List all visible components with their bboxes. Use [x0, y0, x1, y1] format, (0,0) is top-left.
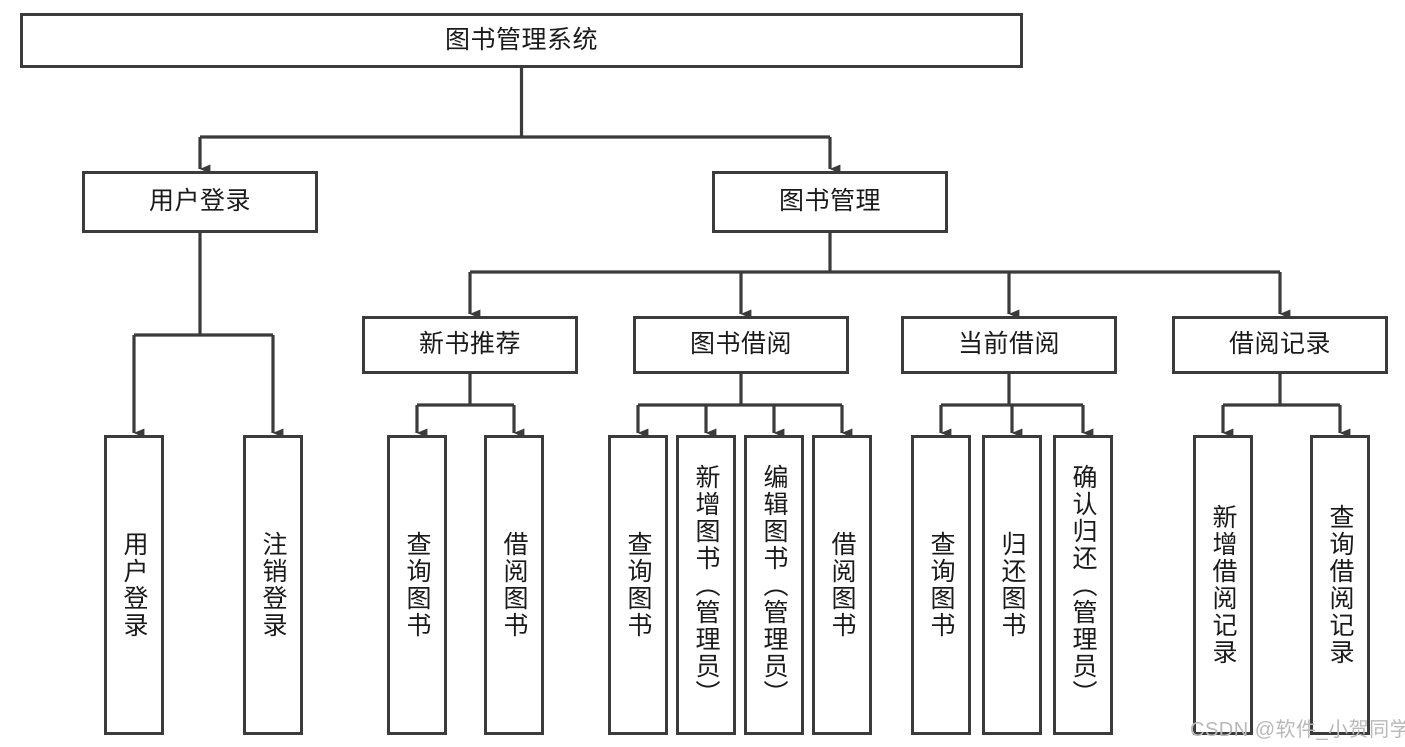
node-leaf-confirm-return-admin[interactable]: 确认归还（管理员）	[1053, 435, 1113, 735]
edge-group-root	[198, 68, 841, 174]
node-root-label: 图书管理系统	[444, 25, 598, 54]
node-book-management-label: 图书管理	[778, 187, 881, 216]
node-leaf-borrow-book-new[interactable]: 借阅图书	[484, 435, 544, 735]
node-user-login[interactable]: 用户登录	[82, 171, 318, 233]
edge-group-new-book	[415, 374, 525, 438]
node-new-book-recommend-label: 新书推荐	[418, 330, 521, 359]
node-current-borrow[interactable]: 当前借阅	[901, 316, 1117, 374]
edge-group-current-borrow	[939, 374, 1094, 438]
node-leaf-query-book-new-label: 查询图书	[403, 531, 431, 639]
node-leaf-add-book-admin[interactable]: 新增图书（管理员）	[676, 435, 736, 735]
node-leaf-query-book-borrow-label: 查询图书	[624, 531, 652, 639]
node-book-management[interactable]: 图书管理	[712, 171, 948, 233]
edge-group-book-management	[468, 233, 1291, 319]
node-leaf-borrow-book-new-label: 借阅图书	[500, 531, 528, 639]
node-borrow-record-label: 借阅记录	[1228, 330, 1331, 359]
node-book-borrow[interactable]: 图书借阅	[633, 316, 849, 374]
node-leaf-confirm-return-admin-label: 确认归还（管理员）	[1069, 463, 1097, 707]
node-leaf-query-book-current-label: 查询图书	[927, 531, 955, 639]
edge-group-borrow-record	[1221, 374, 1351, 438]
node-leaf-user-login-label: 用户登录	[120, 531, 148, 639]
node-new-book-recommend[interactable]: 新书推荐	[362, 316, 578, 374]
node-leaf-add-book-admin-label: 新增图书（管理员）	[692, 463, 720, 707]
node-leaf-query-borrow-record-label: 查询借阅记录	[1326, 504, 1354, 666]
node-leaf-logout[interactable]: 注销登录	[243, 435, 303, 735]
node-leaf-query-book-new[interactable]: 查询图书	[387, 435, 447, 735]
node-leaf-borrow-book-label: 借阅图书	[828, 531, 856, 639]
edge-group-user-login	[132, 233, 284, 438]
csdn-watermark: CSDN @软件_小贺同学	[1190, 719, 1405, 741]
node-leaf-query-borrow-record[interactable]: 查询借阅记录	[1310, 435, 1370, 735]
node-leaf-return-book[interactable]: 归还图书	[982, 435, 1042, 735]
node-leaf-borrow-book[interactable]: 借阅图书	[812, 435, 872, 735]
node-borrow-record[interactable]: 借阅记录	[1172, 316, 1388, 374]
node-leaf-user-login[interactable]: 用户登录	[104, 435, 164, 735]
node-leaf-return-book-label: 归还图书	[998, 531, 1026, 639]
node-leaf-query-book-borrow[interactable]: 查询图书	[608, 435, 668, 735]
node-root[interactable]: 图书管理系统	[20, 13, 1023, 68]
node-leaf-query-book-current[interactable]: 查询图书	[911, 435, 971, 735]
node-leaf-edit-book-admin[interactable]: 编辑图书（管理员）	[744, 435, 804, 735]
node-leaf-logout-label: 注销登录	[259, 531, 287, 639]
edge-group-book-borrow	[636, 374, 853, 438]
node-book-borrow-label: 图书借阅	[689, 330, 792, 359]
node-current-borrow-label: 当前借阅	[957, 330, 1060, 359]
node-leaf-edit-book-admin-label: 编辑图书（管理员）	[760, 463, 788, 707]
node-leaf-add-borrow-record[interactable]: 新增借阅记录	[1193, 435, 1253, 735]
node-leaf-add-borrow-record-label: 新增借阅记录	[1209, 504, 1237, 666]
node-user-login-label: 用户登录	[148, 187, 251, 216]
